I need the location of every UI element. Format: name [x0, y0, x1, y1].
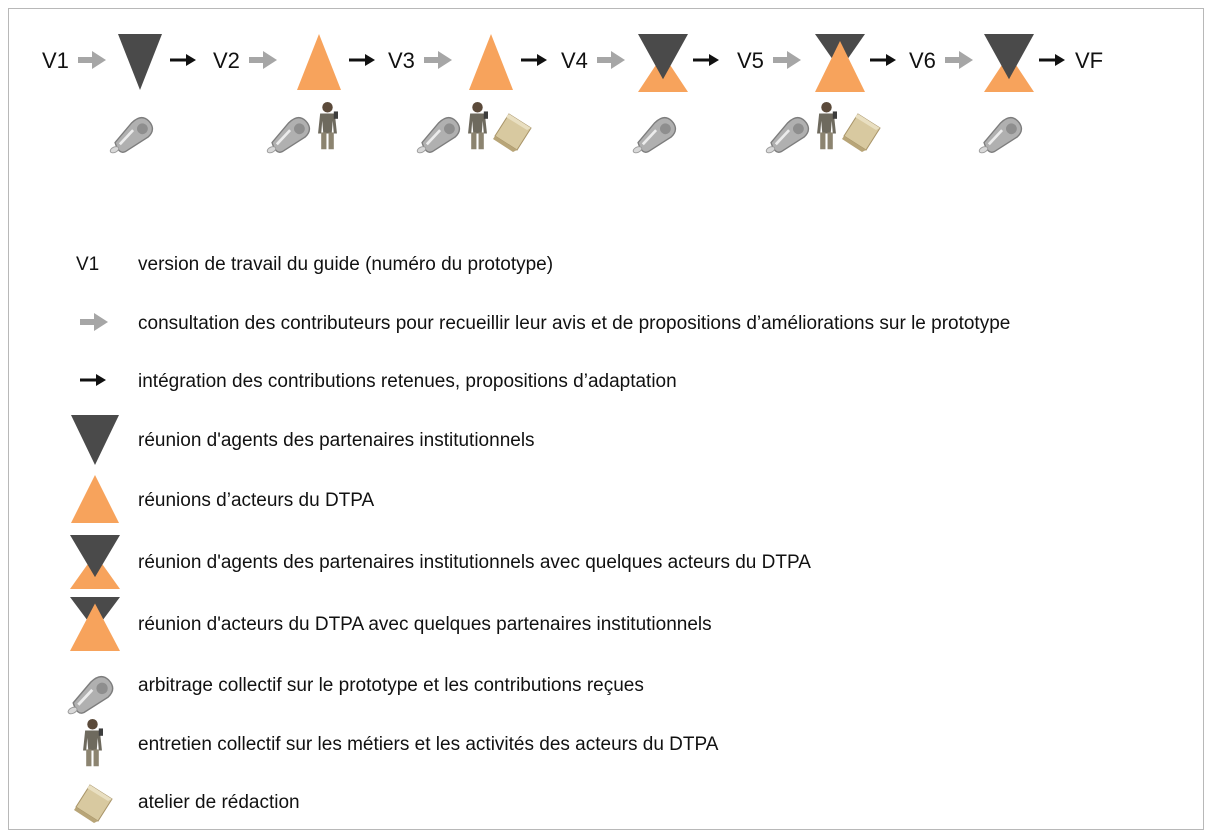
whistle-icon: [978, 116, 1023, 154]
whistle-icon: [416, 116, 461, 154]
person-icon: [817, 102, 837, 150]
whistle-icon: [765, 116, 810, 154]
version-label: V3: [388, 48, 415, 73]
orange-over-dark-icon: [815, 34, 865, 92]
up-orange-triangle-icon: [469, 34, 513, 90]
legend-item: consultation des contributeurs pour recu…: [80, 313, 1010, 334]
up-orange-triangle-icon: [71, 475, 119, 523]
legend-text: réunion d'agents des partenaires institu…: [138, 552, 811, 573]
gray-arrow-icon: [80, 313, 108, 331]
black-arrow-icon: [1039, 54, 1065, 66]
dark-over-orange-icon: [70, 535, 120, 589]
gray-arrow-icon: [597, 51, 625, 69]
gray-arrow-icon: [249, 51, 277, 69]
legend-text: version de travail du guide (numéro du p…: [138, 254, 553, 275]
legend-text: réunion d'agents des partenaires institu…: [138, 430, 535, 451]
legend-text: arbitrage collectif sur le prototype et …: [138, 675, 644, 696]
version-label: V2: [213, 48, 240, 73]
version-label: V5: [737, 48, 764, 73]
gray-arrow-icon: [773, 51, 801, 69]
legend-text: réunions d’acteurs du DTPA: [138, 490, 375, 511]
version-label: VF: [1075, 48, 1103, 73]
up-orange-triangle-icon: [297, 34, 341, 90]
legend: V1 version de travail du guide (numéro du…: [67, 254, 1010, 823]
legend-text: atelier de rédaction: [138, 792, 300, 813]
person-icon: [468, 102, 488, 150]
paper-icon: [842, 113, 881, 152]
black-arrow-icon: [80, 374, 106, 386]
legend-symbol-version: V1: [76, 254, 99, 275]
whistle-icon: [67, 675, 114, 715]
paper-icon: [74, 784, 113, 823]
version-label: V6: [909, 48, 936, 73]
legend-item: réunion d'agents des partenaires institu…: [70, 535, 811, 589]
legend-text: consultation des contributeurs pour recu…: [138, 313, 1010, 334]
down-dark-triangle-icon: [71, 415, 119, 465]
legend-text: intégration des contributions retenues, …: [138, 371, 677, 392]
black-arrow-icon: [870, 54, 896, 66]
dark-over-orange-icon: [638, 34, 688, 92]
paper-icon: [493, 113, 532, 152]
legend-text: entretien collectif sur les métiers et l…: [138, 734, 719, 755]
legend-item: réunion d'acteurs du DTPA avec quelques …: [70, 597, 712, 651]
legend-item: V1 version de travail du guide (numéro du…: [76, 254, 553, 275]
legend-item: arbitrage collectif sur le prototype et …: [67, 675, 644, 715]
black-arrow-icon: [521, 54, 547, 66]
person-icon: [318, 102, 338, 150]
gray-arrow-icon: [424, 51, 452, 69]
black-arrow-icon: [349, 54, 375, 66]
down-dark-triangle-icon: [118, 34, 162, 90]
version-flow: V1 V2 V3 V4 V5 V6 VF: [42, 34, 1103, 154]
legend-item: atelier de rédaction: [74, 784, 300, 823]
person-icon: [83, 719, 103, 767]
whistle-icon: [109, 116, 154, 154]
legend-item: intégration des contributions retenues, …: [80, 371, 677, 392]
black-arrow-icon: [170, 54, 196, 66]
gray-arrow-icon: [78, 51, 106, 69]
whistle-icon: [632, 116, 677, 154]
legend-item: réunion d'agents des partenaires institu…: [71, 415, 535, 465]
legend-item: réunions d’acteurs du DTPA: [71, 475, 375, 523]
version-label: V4: [561, 48, 588, 73]
whistle-icon: [266, 116, 311, 154]
legend-item: entretien collectif sur les métiers et l…: [83, 719, 719, 767]
version-label: V1: [42, 48, 69, 73]
black-arrow-icon: [693, 54, 719, 66]
gray-arrow-icon: [945, 51, 973, 69]
orange-over-dark-icon: [70, 597, 120, 651]
legend-text: réunion d'acteurs du DTPA avec quelques …: [138, 614, 712, 635]
dark-over-orange-icon: [984, 34, 1034, 92]
